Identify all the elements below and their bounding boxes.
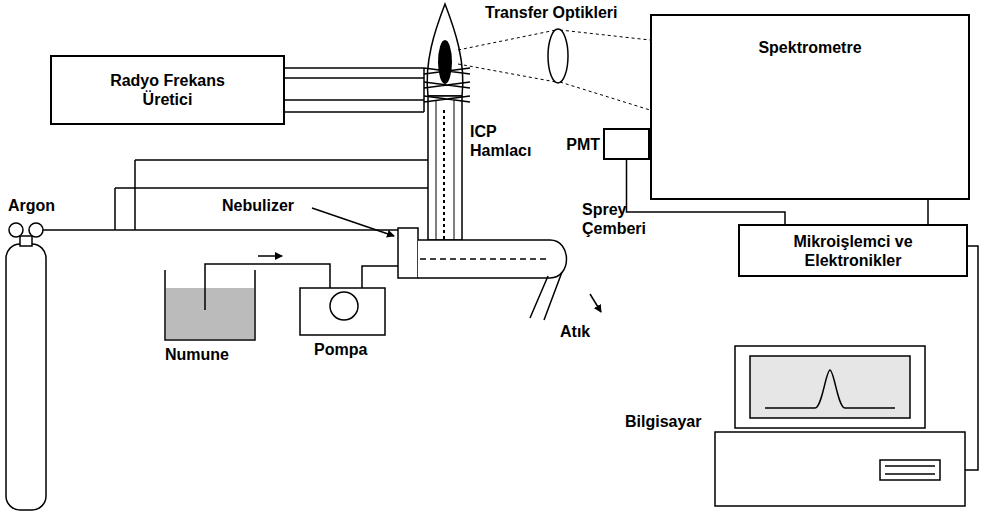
argon-cylinder xyxy=(6,223,46,510)
pump xyxy=(300,288,385,335)
sample-liquid xyxy=(166,288,254,339)
plasma-core xyxy=(438,40,452,84)
part-label: Pompa xyxy=(314,340,367,359)
part-label: Argon xyxy=(8,196,55,215)
aerosol-flow xyxy=(443,110,445,240)
torch-tube xyxy=(428,96,462,240)
flow-arrow xyxy=(258,255,282,257)
generator-box: Radyo Frekans Üretici xyxy=(50,55,285,125)
spray-tube xyxy=(420,258,548,260)
spectrometer-box: Spektrometre xyxy=(650,14,970,200)
lens xyxy=(548,29,568,83)
computer xyxy=(715,346,965,506)
gas-lines xyxy=(43,160,428,230)
box-label: Mikroişlemci ve Elektronikler xyxy=(753,232,953,270)
part-label: ICP Hamlacı xyxy=(470,122,548,160)
waste-arrow xyxy=(590,294,601,312)
optical-path xyxy=(458,30,650,110)
part-label: Numune xyxy=(165,345,229,364)
spray-chamber xyxy=(418,240,567,278)
part-label: Bilgisayar xyxy=(625,412,701,431)
waste-drain xyxy=(530,272,562,320)
detector-box: PMT xyxy=(603,128,650,160)
sample-beaker xyxy=(165,270,255,340)
box-label: PMT xyxy=(566,135,600,154)
box-label: Radyo Frekans Üretici xyxy=(93,71,243,109)
signal-wire xyxy=(927,200,929,224)
part-label: Nebulizer xyxy=(222,196,294,215)
part-label: Sprey Çemberi xyxy=(582,200,662,238)
electronics-box: Mikroişlemci ve Elektronikler xyxy=(738,224,968,277)
nebulizer xyxy=(398,228,418,278)
plasma-flame xyxy=(427,4,463,96)
pump-rotor xyxy=(330,292,358,320)
torch-inner xyxy=(436,100,437,240)
part-label: Transfer Optikleri xyxy=(485,3,618,22)
box-label: Spektrometre xyxy=(758,38,861,57)
part-label: Atık xyxy=(560,322,590,341)
rf-wires xyxy=(285,68,470,112)
leader-line xyxy=(312,208,394,236)
torch-inner xyxy=(454,100,455,240)
data-cable xyxy=(964,246,978,470)
